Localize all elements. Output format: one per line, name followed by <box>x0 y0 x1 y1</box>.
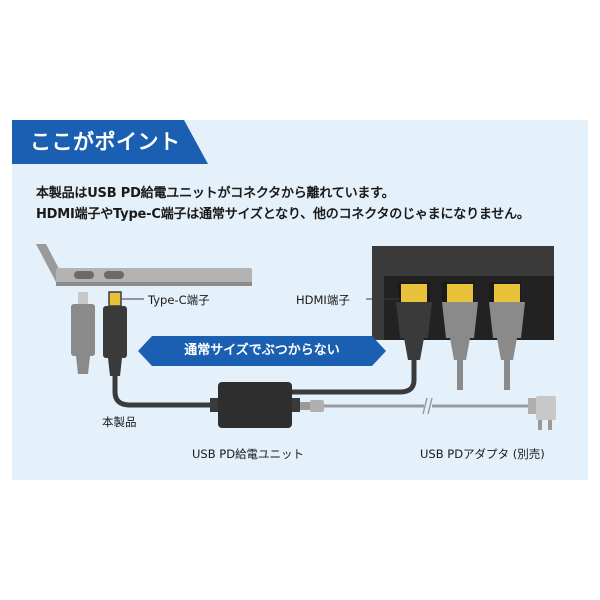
label-typec-port: Type-C端子 <box>148 293 210 307</box>
product-cable-left <box>112 376 218 408</box>
adapter-cable <box>300 397 528 415</box>
product-hdmi-connector <box>396 284 432 360</box>
laptop-port-2 <box>104 271 124 279</box>
laptop-illustration <box>36 244 252 286</box>
usb-pd-unit <box>210 382 300 428</box>
usb-pd-adapter <box>528 396 556 430</box>
label-hdmi-port: HDMI端子 <box>296 293 350 307</box>
product-typec-connector <box>103 291 127 376</box>
label-product: 本製品 <box>102 415 137 429</box>
label-usb-pd-unit: USB PD給電ユニット <box>192 447 305 461</box>
product-cable-right <box>290 360 417 395</box>
label-usb-pd-adapter: USB PDアダプタ (別売) <box>420 447 545 461</box>
laptop-port-1 <box>74 271 94 279</box>
other-typec-cable <box>71 292 95 374</box>
point-header: ここがポイント <box>12 120 208 164</box>
intro-line-1: 本製品はUSB PD給電ユニットがコネクタから離れています。 <box>36 186 395 201</box>
intro-text: 本製品はUSB PD給電ユニットがコネクタから離れています。 HDMI端子やTy… <box>36 183 576 225</box>
other-hdmi-cable-1 <box>442 284 478 390</box>
other-hdmi-cable-2 <box>489 284 525 390</box>
intro-line-2: HDMI端子やType-C端子は通常サイズとなり、他のコネクタのじゃまになりませ… <box>36 207 530 222</box>
no-collision-banner: 通常サイズでぶつからない <box>138 336 386 366</box>
